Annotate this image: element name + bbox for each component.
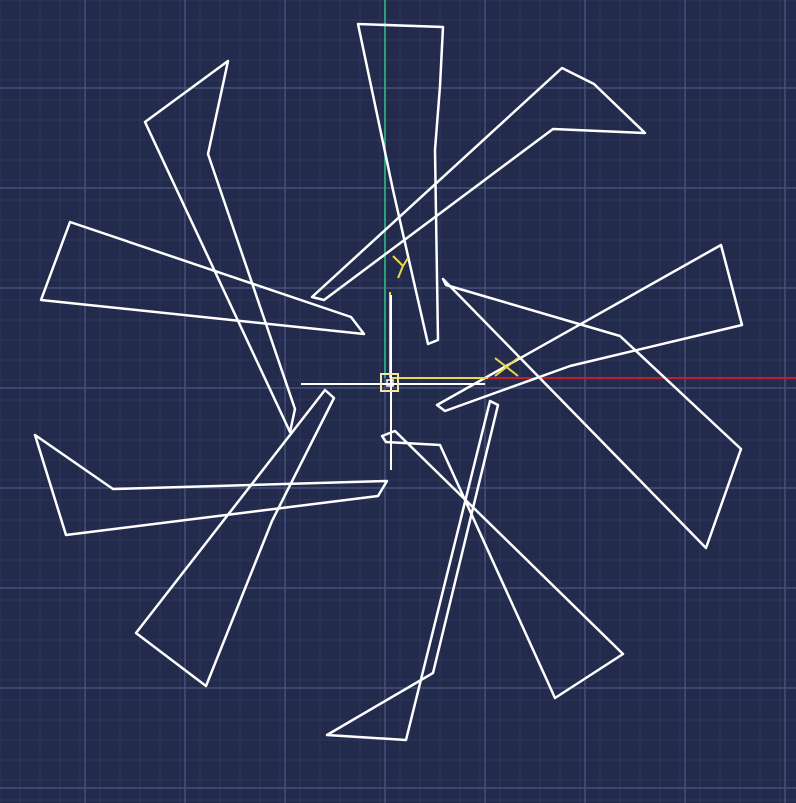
blade-array[interactable] xyxy=(33,22,744,742)
pickbox-icon xyxy=(380,373,399,392)
pickbox-inner-icon xyxy=(386,379,394,387)
blade-outline[interactable] xyxy=(356,22,445,346)
blade-outline[interactable] xyxy=(310,66,647,302)
blade-outline[interactable] xyxy=(143,59,297,434)
blade-outline[interactable] xyxy=(325,399,500,742)
blade-outline[interactable] xyxy=(33,433,389,537)
blade-outline[interactable] xyxy=(441,277,743,550)
blade-outline[interactable] xyxy=(380,429,625,700)
blade-outline[interactable] xyxy=(39,220,366,336)
blade-outline[interactable] xyxy=(134,388,336,688)
